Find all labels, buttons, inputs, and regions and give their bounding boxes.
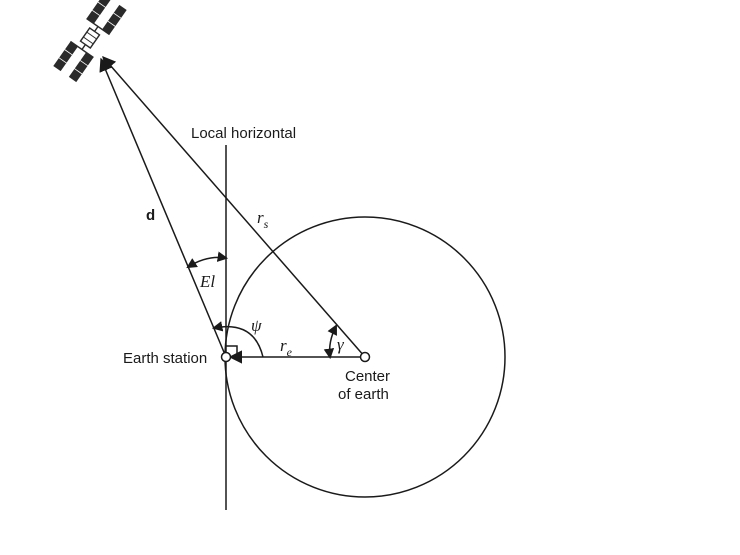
gamma-angle-label: γ <box>337 335 345 354</box>
earth-station-node <box>220 351 232 363</box>
local-horizontal-label: Local horizontal <box>191 125 296 142</box>
satellite-radius-line <box>102 55 366 358</box>
center-of-earth-label-line2: of earth <box>338 386 389 403</box>
satellite-radius-sub: s <box>264 217 269 231</box>
earth-center-node <box>359 351 371 363</box>
center-of-earth-label-line1: Center <box>345 368 390 385</box>
psi-angle-arc <box>211 321 264 358</box>
distance-label: d <box>146 207 155 224</box>
gamma-angle-arc <box>323 324 337 360</box>
satellite-icon <box>53 0 127 83</box>
earth-radius-label: re <box>280 336 293 359</box>
satellite-radius-label: rs <box>257 208 269 231</box>
elevation-angle-arc <box>186 251 229 269</box>
psi-angle-label: ψ <box>251 316 262 335</box>
distance-line-d <box>99 57 227 358</box>
earth-radius-base: r <box>280 336 287 355</box>
elevation-angle-label: El <box>199 272 215 291</box>
right-angle-marker <box>226 345 238 357</box>
earth-radius-sub: e <box>287 345 293 359</box>
earth-station-label: Earth station <box>123 350 207 367</box>
satellite-radius-base: r <box>257 208 264 227</box>
